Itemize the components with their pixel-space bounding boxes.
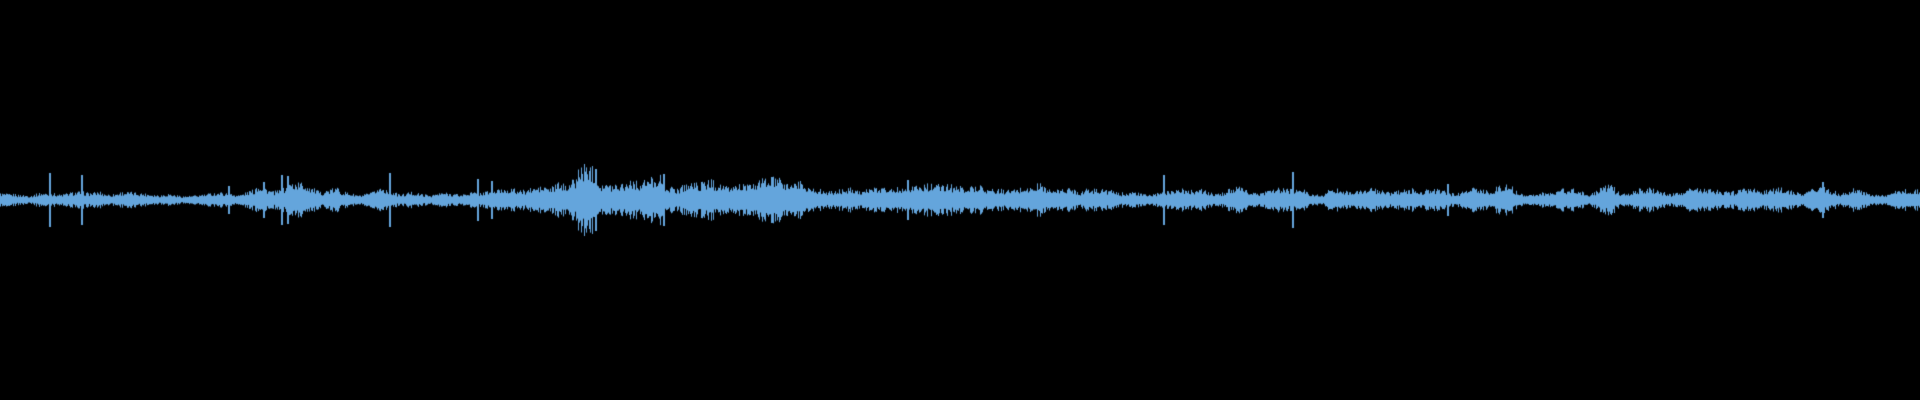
waveform-canvas[interactable] [0,0,1920,400]
audio-waveform-player[interactable] [0,0,1920,400]
